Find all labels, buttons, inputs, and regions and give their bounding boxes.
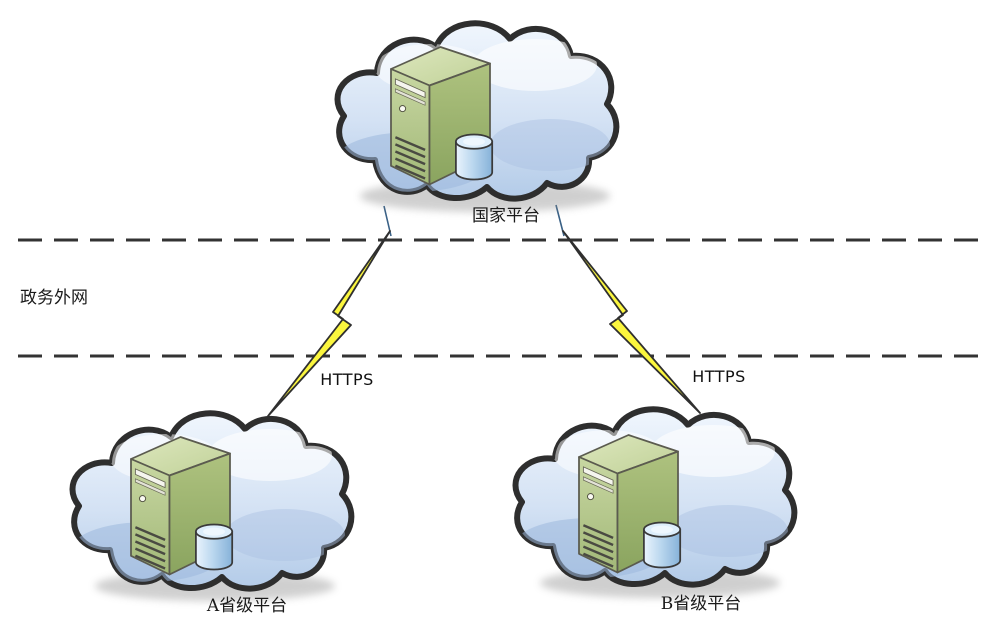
national-platform-node: 国家平台 xyxy=(334,23,616,226)
province-a-node: A省级平台 xyxy=(69,413,351,616)
province-b-node: B省级平台 xyxy=(512,409,794,614)
province-a-label: A省级平台 xyxy=(206,596,287,616)
lightning-connector-right xyxy=(562,230,701,414)
link-label-https-right: HTTPS xyxy=(692,367,746,386)
server-icon xyxy=(389,45,494,186)
link-label-https-left: HTTPS xyxy=(320,370,374,389)
server-icon xyxy=(577,433,682,574)
zone-label: 政务外网 xyxy=(20,288,88,308)
province-b-label: B省级平台 xyxy=(661,594,742,614)
server-icon xyxy=(129,435,234,576)
national-platform-label: 国家平台 xyxy=(472,206,540,226)
